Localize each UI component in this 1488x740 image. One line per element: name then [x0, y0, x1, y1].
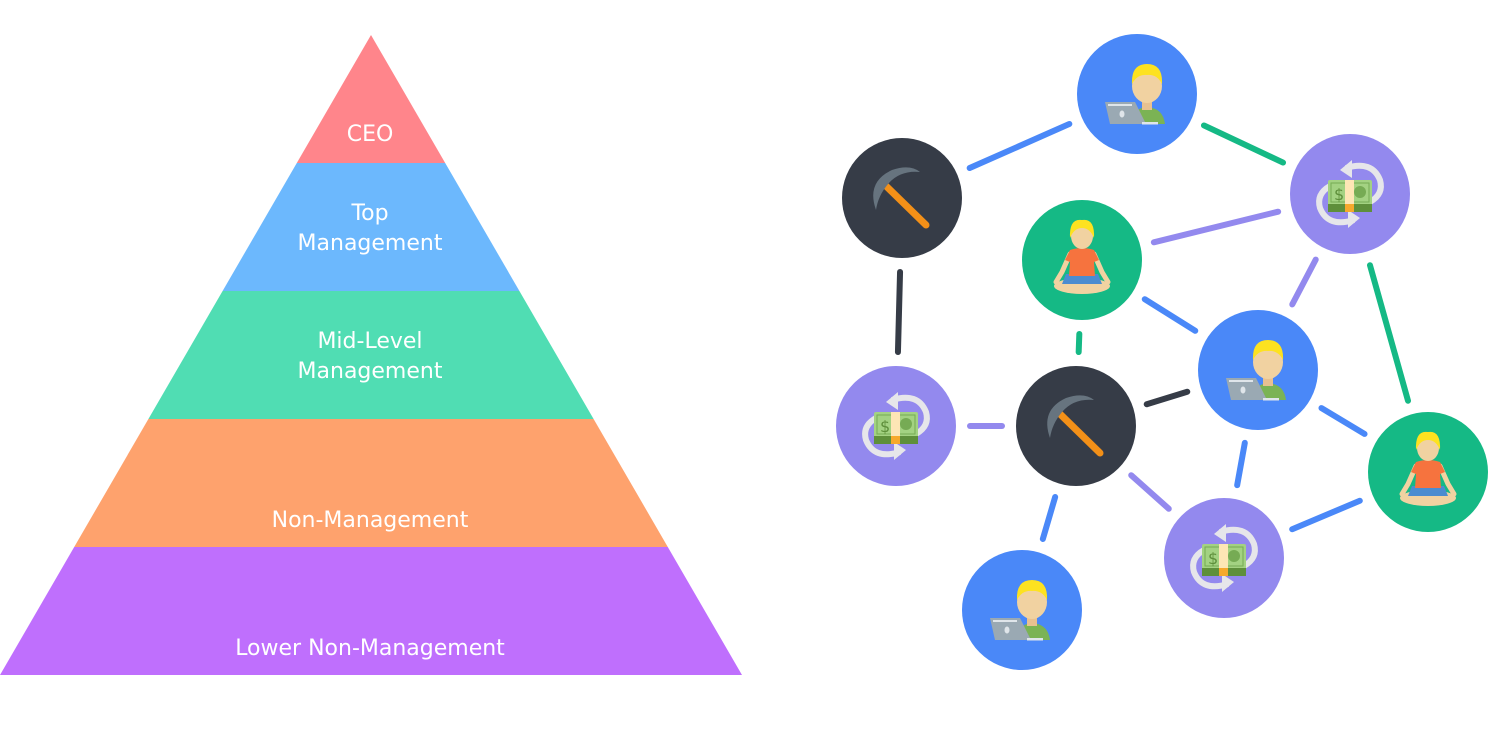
pyramid-tier-label: Management — [298, 359, 443, 384]
node-D[interactable] — [1022, 200, 1142, 320]
edge-G-E — [1143, 388, 1191, 408]
edge-B-A — [966, 120, 1073, 172]
laptop-worker-icon — [1105, 64, 1165, 125]
edge-B-F — [894, 268, 904, 356]
nodes: $ $ $ — [836, 34, 1488, 670]
meditation-icon — [1053, 219, 1111, 294]
pickaxe-icon — [1047, 395, 1104, 457]
node-B[interactable] — [842, 138, 962, 258]
edges — [894, 120, 1412, 542]
edge-D-C — [1150, 208, 1282, 246]
edge-I-H — [1289, 497, 1363, 533]
pyramid-tier-label: Management — [298, 231, 443, 256]
node-G[interactable] — [1016, 366, 1136, 486]
pyramid-tier: CEO — [296, 35, 446, 163]
svg-text:$: $ — [1334, 185, 1344, 204]
edge-C-H — [1366, 262, 1412, 404]
laptop-worker-icon — [1226, 340, 1286, 401]
pyramid-tier-label: Mid-Level — [317, 329, 422, 354]
edge-G-I — [1128, 472, 1172, 512]
edge-G-J — [1039, 494, 1059, 542]
edge-D-E — [1141, 296, 1199, 334]
pyramid-tier: Non-Management — [74, 419, 668, 547]
money-exchange-icon: $ — [1316, 160, 1384, 228]
money-exchange-icon: $ — [862, 392, 930, 460]
edge-C-E — [1289, 256, 1319, 308]
pyramid-tier-shape — [296, 35, 446, 163]
node-E[interactable] — [1198, 310, 1318, 430]
node-J[interactable] — [962, 550, 1082, 670]
pyramid-tier-label: Top — [350, 201, 388, 226]
pyramid-tier-label: Lower Non-Management — [235, 636, 505, 661]
pyramid-tier-shape — [0, 547, 742, 675]
pyramid-tier-label: CEO — [347, 122, 394, 147]
pyramid-tier-shape — [74, 419, 668, 547]
pyramid-tier: Lower Non-Management — [0, 547, 742, 675]
node-C[interactable]: $ — [1290, 134, 1410, 254]
svg-text:$: $ — [1208, 549, 1218, 568]
node-I[interactable]: $ — [1164, 498, 1284, 618]
org-pyramid: CEOTopManagementMid-LevelManagementNon-M… — [0, 35, 742, 675]
pyramid-tier-label: Non-Management — [272, 508, 469, 533]
pyramid-tier-shape — [222, 163, 520, 291]
node-H[interactable] — [1368, 412, 1488, 532]
edge-A-C — [1200, 122, 1287, 166]
svg-text:$: $ — [880, 417, 890, 436]
node-A[interactable] — [1077, 34, 1197, 154]
edge-D-G — [1075, 330, 1083, 356]
pickaxe-icon — [873, 167, 930, 229]
pyramid-tier-shape — [148, 291, 594, 419]
meditation-icon — [1399, 431, 1457, 506]
edge-E-I — [1234, 439, 1248, 489]
money-exchange-icon: $ — [1190, 524, 1258, 592]
node-F[interactable]: $ — [836, 366, 956, 486]
laptop-worker-icon — [990, 580, 1050, 641]
edge-E-H — [1318, 405, 1368, 437]
